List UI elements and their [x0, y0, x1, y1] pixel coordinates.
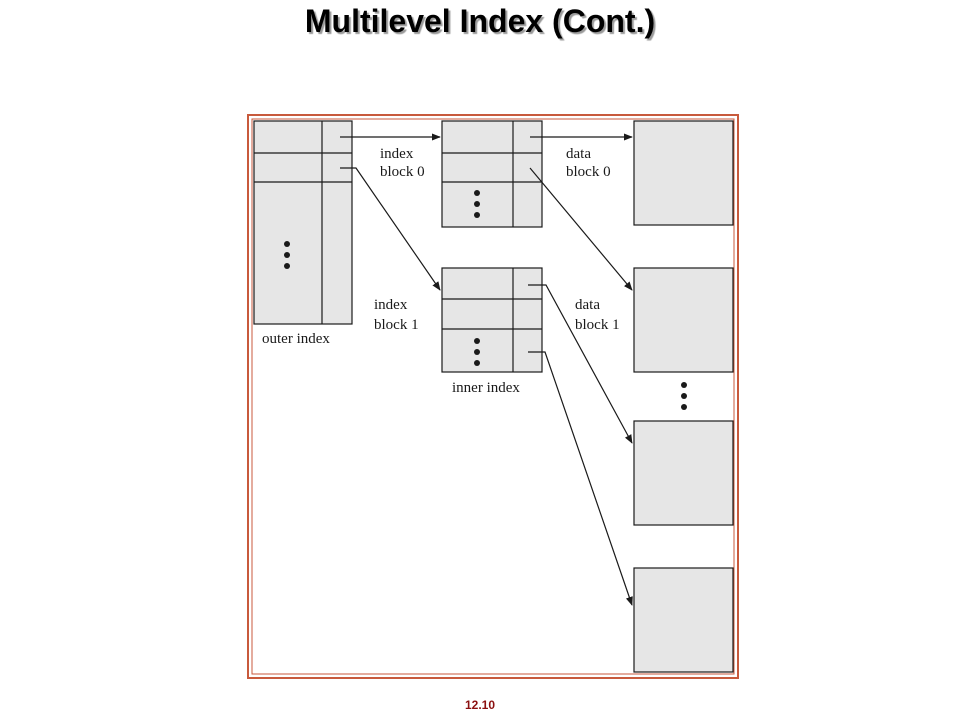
outer-index-label: outer index: [262, 331, 330, 347]
index-block-0: [441, 120, 543, 228]
index-block-1-label-line1: index: [374, 297, 408, 313]
index-block-0-label-line2: block 0: [380, 164, 425, 180]
index-block-1: [441, 267, 543, 373]
data-block-2: [633, 420, 734, 526]
index-block-1-ellipsis: [474, 338, 480, 366]
outer-index-ellipsis: [284, 241, 290, 269]
outer-index: [253, 120, 353, 325]
slide-title: Multilevel Index (Cont.): [304, 3, 656, 39]
arrow-outer-to-index-block-1: [340, 167, 441, 291]
data-block-0-label-line2: block 0: [566, 164, 611, 180]
data-blocks-ellipsis: [681, 382, 687, 410]
data-block-1-label-line2: block 1: [575, 317, 620, 333]
data-block-1-label-line1: data: [575, 297, 600, 313]
pointer-arrows: [340, 133, 633, 606]
slide-page-number: 12.10: [464, 698, 496, 712]
inner-index-label: inner index: [452, 380, 520, 396]
arrow-index1-to-data-block-3: [528, 351, 633, 606]
arrow-index1-to-data-block-2: [528, 284, 633, 444]
data-block-0-label-line1: data: [566, 146, 591, 162]
figure-frame-inner: [251, 118, 735, 675]
data-block-0: [633, 120, 734, 226]
index-block-0-label-line1: index: [380, 146, 414, 162]
data-block-3: [633, 567, 734, 673]
index-block-0-ellipsis: [474, 190, 480, 218]
arrow-index0-to-data-block-1: [529, 167, 633, 291]
data-block-1: [633, 267, 734, 373]
index-block-1-label-line2: block 1: [374, 317, 419, 333]
